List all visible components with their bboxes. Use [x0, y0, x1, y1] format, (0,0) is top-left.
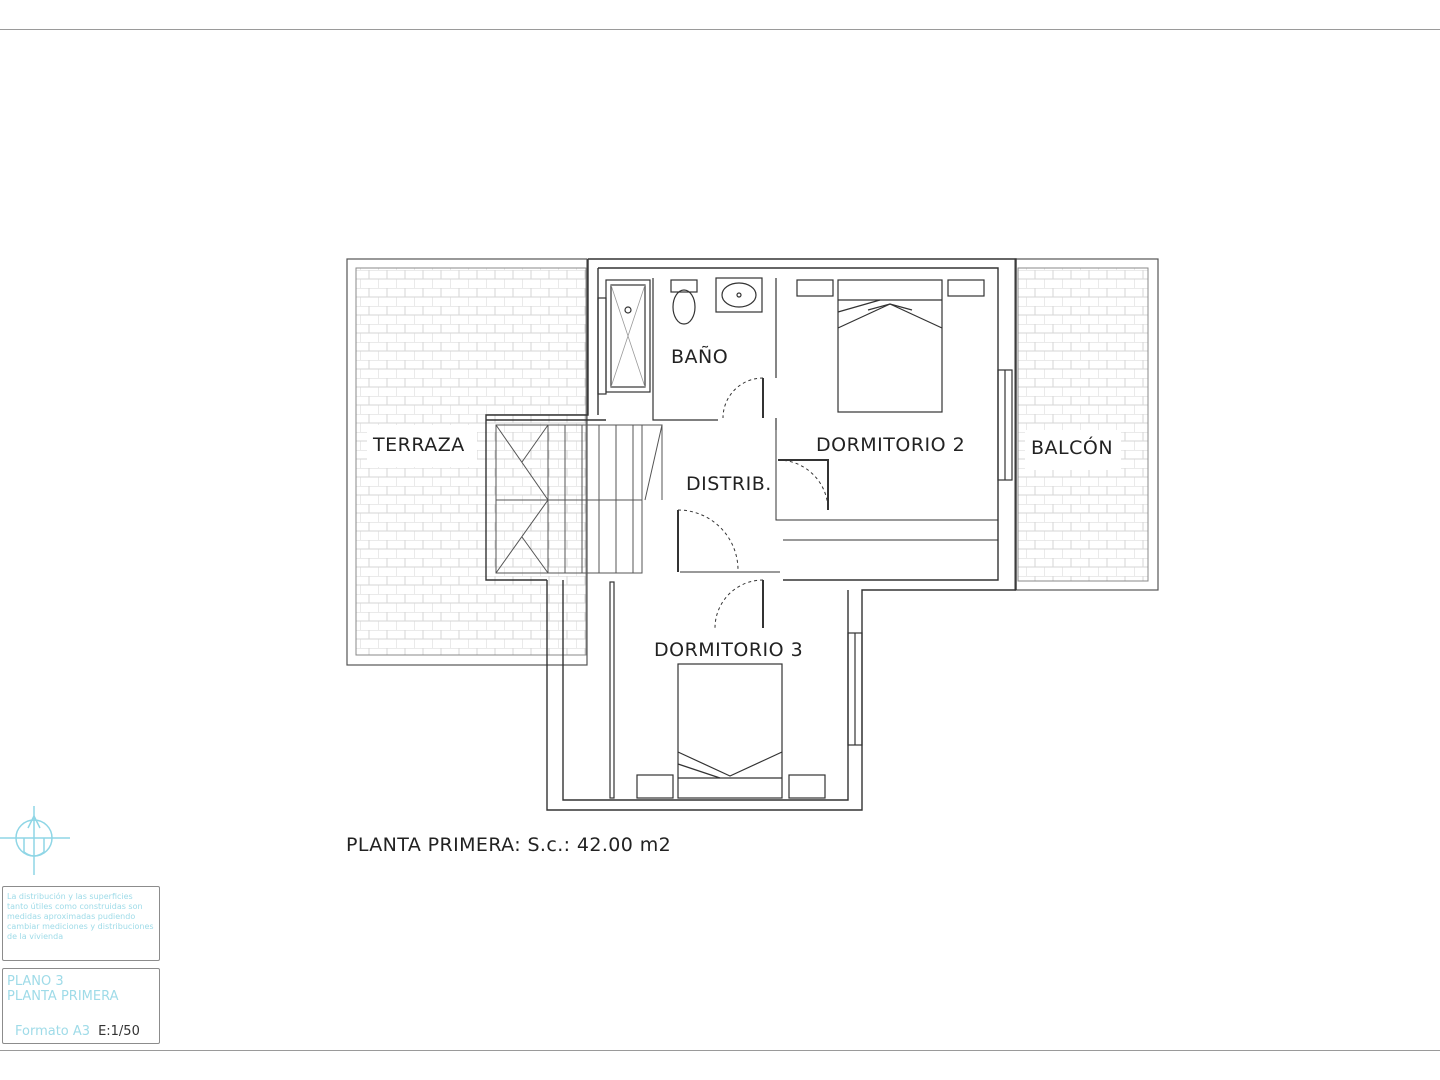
room-label-bano: BAÑO [671, 346, 729, 368]
plan-number: PLANO 3 [7, 974, 64, 989]
dormitorio2-bed [796, 279, 1013, 481]
bano-room [605, 277, 777, 430]
format-row: Formato A3 E:1/50 [15, 1024, 140, 1039]
notes-box: La distribución y las superficies tanto … [2, 886, 160, 961]
bottom-border-line [0, 1050, 1440, 1051]
room-label-distrib: DISTRIB. [686, 473, 772, 495]
room-label-terraza: TERRAZA [373, 434, 465, 456]
staircase [495, 424, 663, 574]
notes-text: La distribución y las superficies tanto … [7, 892, 154, 941]
room-label-dormitorio-2: DORMITORIO 2 [816, 434, 966, 456]
format-label: Formato A3 [15, 1024, 91, 1039]
title-block: PLANO 3 PLANTA PRIMERA Formato A3 E:1/50 [2, 968, 160, 1044]
room-label-dormitorio-3: DORMITORIO 3 [654, 639, 804, 661]
scale-label: E:1/50 [98, 1024, 140, 1039]
terraza-area [346, 258, 588, 666]
plan-name: PLANTA PRIMERA [7, 989, 119, 1004]
top-border-line [0, 29, 1440, 30]
dormitorio3-bed [597, 297, 863, 799]
north-arrow-icon [0, 806, 70, 875]
room-label-balcon: BALCÓN [1031, 437, 1114, 459]
door-swings [677, 377, 998, 629]
balcon-area [1014, 258, 1159, 591]
plan-caption: PLANTA PRIMERA: S.c.: 42.00 m2 [346, 834, 672, 856]
